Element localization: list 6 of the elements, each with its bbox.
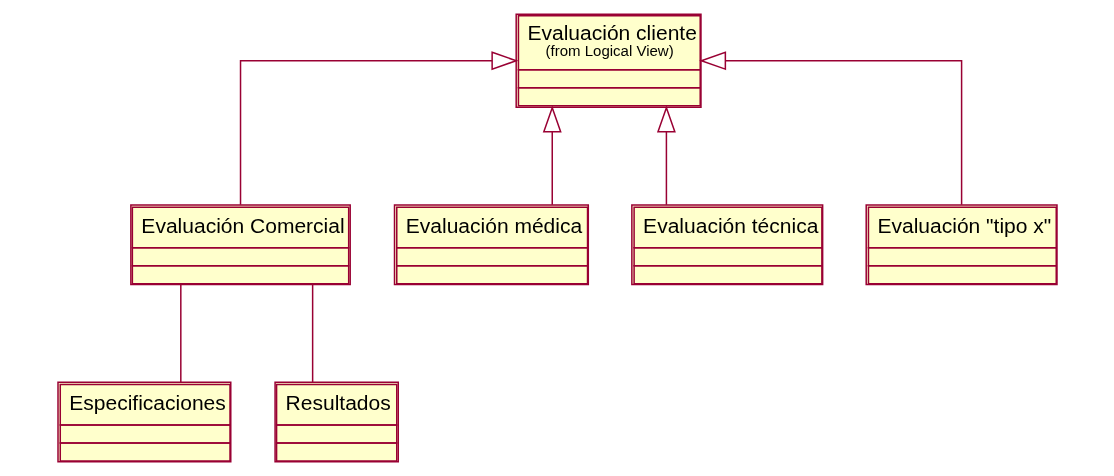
arrow xyxy=(542,105,562,206)
arrow xyxy=(698,51,962,206)
arrow xyxy=(239,51,518,206)
connector xyxy=(179,284,182,383)
arrow xyxy=(656,105,676,206)
connector xyxy=(311,284,313,383)
